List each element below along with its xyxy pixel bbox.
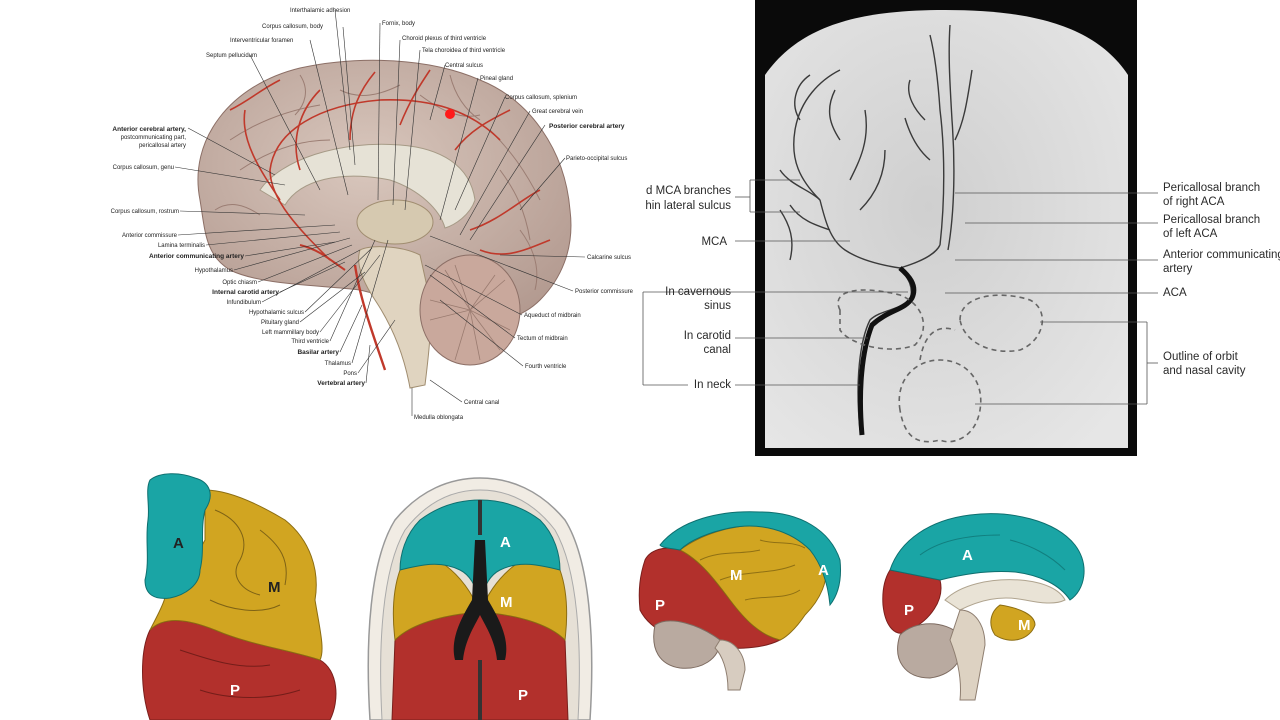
zone-m-medial bbox=[990, 604, 1036, 641]
label-pericallosal-artery: pericallosal artery bbox=[139, 143, 186, 149]
label-in-carotid: In carotid bbox=[684, 330, 731, 342]
label-in-neck: In neck bbox=[694, 379, 731, 391]
label-thalamus: Thalamus bbox=[325, 361, 351, 367]
label-pineal-gland: Pineal gland bbox=[480, 76, 513, 82]
label-artery: artery bbox=[1163, 263, 1193, 275]
thalamus bbox=[356, 199, 434, 245]
zone-p-medial bbox=[882, 569, 942, 634]
pointer-dot bbox=[445, 109, 455, 119]
orbit-nasal-outline bbox=[837, 289, 1044, 443]
cerebellum-lateral bbox=[653, 620, 721, 669]
vessel-tree bbox=[779, 24, 973, 431]
zone-label-m-lateral: M bbox=[730, 567, 743, 584]
label-sinus: sinus bbox=[704, 300, 731, 312]
label-pericallosal-left-1: Pericallosal branch bbox=[1163, 214, 1260, 226]
zone-a-coronal bbox=[144, 473, 211, 599]
zone-label-p-lateral: P bbox=[655, 597, 665, 614]
label-fornix-body: Fornix, body bbox=[382, 21, 415, 27]
label-infundibulum: Infundibulum bbox=[227, 300, 261, 306]
zone-label-p-medial: P bbox=[904, 602, 914, 619]
label-pons: Pons bbox=[343, 371, 357, 377]
medial-territory-diagram: A P M bbox=[882, 513, 1085, 701]
zone-label-a-lateral: A bbox=[818, 562, 829, 579]
coronal-territory-diagram: A M P bbox=[142, 473, 337, 720]
label-vertebral-artery: Vertebral artery bbox=[317, 380, 365, 387]
angiogram-field bbox=[765, 10, 1128, 448]
label-choroid-plexus: Choroid plexus of third ventricle bbox=[402, 36, 487, 42]
label-anterior-commissure: Anterior commissure bbox=[122, 233, 178, 239]
zone-a-medial bbox=[889, 513, 1085, 601]
label-great-cerebral-vein: Great cerebral vein bbox=[532, 109, 583, 115]
label-anterior-cerebral-artery: Anterior cerebral artery, bbox=[112, 126, 186, 133]
label-fourth-ventricle: Fourth ventricle bbox=[525, 364, 567, 370]
label-hypothalamus: Hypothalamus bbox=[195, 268, 233, 274]
label-posterior-cerebral-artery: Posterior cerebral artery bbox=[549, 123, 625, 130]
gyri-lines bbox=[214, 74, 541, 291]
label-aca: ACA bbox=[1163, 287, 1187, 299]
label-pericallosal-right-2: of right ACA bbox=[1163, 196, 1225, 208]
label-postcommunicating-part: postcommunicating part, bbox=[121, 135, 187, 141]
label-pituitary-gland: Pituitary gland bbox=[261, 320, 299, 326]
zone-label-a-coronal: A bbox=[173, 535, 184, 552]
label-left-mammillary-body: Left mammillary body bbox=[262, 330, 319, 336]
label-leader-lines bbox=[174, 9, 586, 416]
label-tela-choroidea: Tela choroidea of third ventricle bbox=[422, 48, 506, 54]
label-within-lateral-sulcus: hin lateral sulcus bbox=[645, 200, 731, 212]
label-interventricular-foramen: Interventricular foramen bbox=[230, 38, 293, 44]
zone-a-lateral bbox=[659, 511, 841, 607]
label-anterior-communicating: Anterior communicating bbox=[1163, 249, 1280, 261]
label-corpus-callosum-body: Corpus callosum, body bbox=[262, 24, 323, 30]
label-basilar-artery: Basilar artery bbox=[297, 349, 339, 356]
cerebellum bbox=[419, 254, 521, 366]
angiogram-right-leaders bbox=[945, 192, 1158, 405]
zone-label-m-coronal: M bbox=[268, 579, 281, 596]
label-corpus-callosum-genu: Corpus callosum, genu bbox=[113, 165, 174, 171]
label-corpus-callosum-rostrum: Corpus callosum, rostrum bbox=[111, 209, 179, 215]
zone-label-a-axial: A bbox=[500, 534, 511, 551]
label-mca: MCA bbox=[701, 236, 727, 248]
label-internal-carotid-artery: Internal carotid artery bbox=[212, 289, 279, 296]
zone-label-p-axial: P bbox=[518, 687, 528, 704]
label-mca-branches: d MCA branches bbox=[646, 185, 731, 197]
zone-label-p-coronal: P bbox=[230, 682, 240, 699]
label-and-nasal-cavity: and nasal cavity bbox=[1163, 365, 1246, 377]
label-septum-pellucidum: Septum pellucidum bbox=[206, 53, 257, 59]
label-pericallosal-left-2: of left ACA bbox=[1163, 228, 1218, 240]
label-lamina-terminalis: Lamina terminalis bbox=[158, 243, 205, 249]
label-canal: canal bbox=[704, 344, 732, 356]
label-interthalamic-adhesion: Interthalamic adhesion bbox=[290, 8, 350, 14]
label-central-sulcus: Central sulcus bbox=[445, 63, 483, 69]
inner-medial-surface bbox=[944, 579, 1066, 611]
ventricles bbox=[453, 540, 507, 660]
label-tectum-of-midbrain: Tectum of midbrain bbox=[517, 336, 568, 342]
label-aqueduct-of-midbrain: Aqueduct of midbrain bbox=[524, 313, 581, 319]
brainstem-medial bbox=[949, 609, 986, 701]
zone-label-m-medial: M bbox=[1018, 617, 1031, 634]
label-posterior-commissure: Posterior commissure bbox=[575, 289, 634, 295]
axial-territory-diagram: A M P bbox=[367, 477, 593, 720]
label-third-ventricle: Third ventricle bbox=[291, 339, 329, 345]
medial-brain-illustration: Interthalamic adhesion Corpus callosum, … bbox=[111, 8, 634, 421]
label-calcarine-sulcus: Calcarine sulcus bbox=[587, 255, 631, 261]
label-parieto-occipital-sulcus: Parieto-occipital sulcus bbox=[566, 156, 627, 162]
label-central-canal: Central canal bbox=[464, 400, 499, 406]
label-pericallosal-right-1: Pericallosal branch bbox=[1163, 182, 1260, 194]
label-medulla-oblongata: Medulla oblongata bbox=[414, 415, 464, 421]
label-outline-of-orbit: Outline of orbit bbox=[1163, 351, 1239, 363]
label-anterior-communicating-artery: Anterior communicating artery bbox=[149, 253, 244, 260]
label-corpus-callosum-splenium: Corpus callosum, splenium bbox=[505, 95, 577, 101]
corpus-callosum bbox=[259, 143, 476, 229]
lateral-territory-diagram: M A P bbox=[638, 511, 841, 691]
angiogram-left-leaders bbox=[642, 179, 908, 386]
label-optic-chiasm: Optic chiasm bbox=[222, 280, 257, 286]
brainstem-lateral bbox=[714, 639, 746, 691]
internal-carotid-vessel bbox=[857, 266, 917, 436]
brainstem bbox=[358, 246, 432, 389]
label-hypothalamic-sulcus: Hypothalamic sulcus bbox=[249, 310, 304, 316]
label-in-cavernous: In cavernous bbox=[665, 286, 731, 298]
carotid-angiogram: d MCA branches hin lateral sulcus MCA In… bbox=[642, 0, 1280, 456]
zone-label-a-medial: A bbox=[962, 547, 973, 564]
zone-label-m-axial: M bbox=[500, 594, 513, 611]
